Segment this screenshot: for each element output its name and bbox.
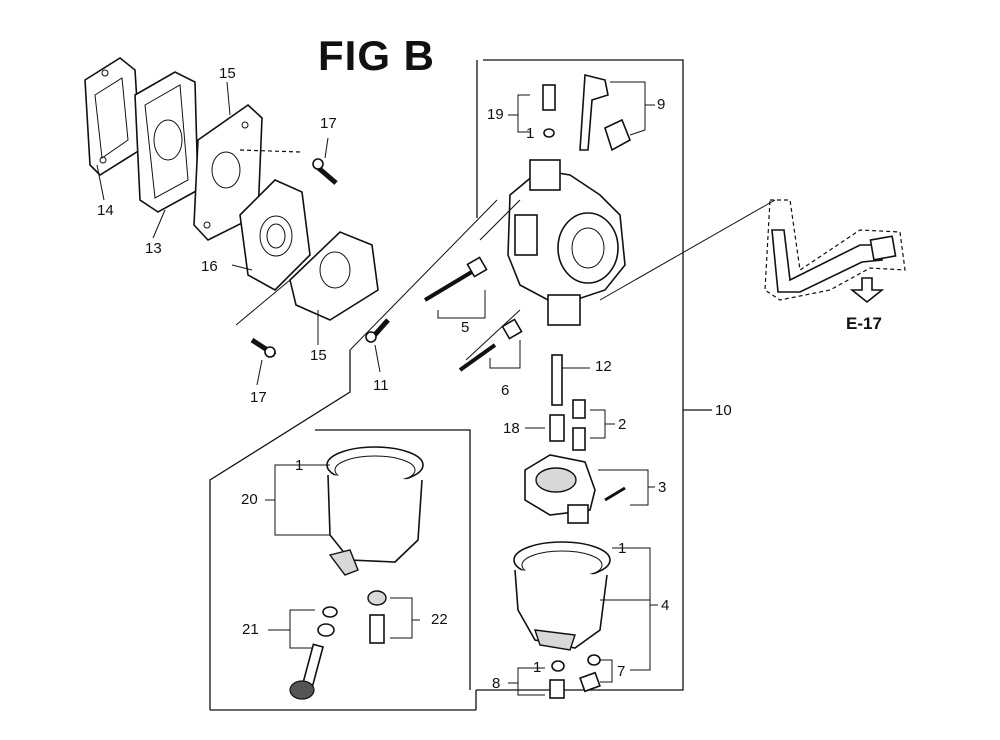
insulator-16	[239, 179, 311, 291]
callout-1-chamber: 1	[618, 540, 627, 557]
figure-title: FIG B	[318, 32, 435, 79]
jet-18	[525, 414, 565, 442]
screw-22	[367, 590, 420, 644]
bolt-11	[349, 199, 498, 351]
callout-3: 3	[658, 479, 667, 496]
callout-4: 4	[661, 597, 670, 614]
callout-2: 2	[618, 416, 627, 433]
callout-11: 11	[373, 377, 389, 394]
drain-kit-box	[209, 350, 477, 711]
callout-9: 9	[657, 96, 666, 113]
callout-22: 22	[431, 611, 448, 628]
callout-19: 19	[487, 106, 504, 123]
callout-15-upper: 15	[219, 65, 236, 82]
callout-8: 8	[492, 675, 501, 692]
float-3	[524, 454, 655, 524]
callout-20: 20	[241, 491, 258, 508]
callout-13: 13	[145, 240, 162, 257]
fuel-tube	[764, 199, 906, 304]
float-chamber-4	[513, 541, 658, 671]
drain-screw-21	[268, 606, 338, 700]
callout-1-lower: 1	[295, 457, 304, 474]
nozzle-2	[572, 399, 615, 451]
jet-12	[551, 354, 590, 406]
assembly-bracket	[476, 59, 712, 691]
lever-9	[579, 73, 655, 152]
callout-21: 21	[242, 621, 259, 638]
callout-12: 12	[595, 358, 612, 375]
bolt-17-lower	[235, 279, 291, 358]
callout-5: 5	[461, 319, 470, 336]
carburetor-body	[479, 159, 776, 326]
screw-5	[423, 256, 488, 319]
leader-lines	[96, 81, 381, 386]
callout-15-lower: 15	[310, 347, 327, 364]
gasket-14	[84, 57, 141, 177]
callout-17-lower: 17	[250, 389, 267, 406]
screw-7	[579, 654, 613, 693]
bolt-17-upper	[239, 149, 338, 185]
callout-7: 7	[617, 663, 626, 680]
callout-1-drain: 1	[533, 659, 542, 676]
screw-6	[458, 309, 523, 372]
gasket-15-lower	[289, 231, 379, 321]
drain-screw-8	[508, 660, 565, 699]
callout-6: 6	[501, 382, 510, 399]
callout-14: 14	[97, 202, 114, 219]
callout-1-upper: 1	[526, 125, 535, 142]
callout-18: 18	[503, 420, 520, 437]
reference-label-e17: E-17	[846, 314, 882, 333]
callout-16: 16	[201, 258, 218, 275]
insulator-13	[134, 71, 199, 213]
float-chamber-20	[265, 446, 424, 576]
screw-19	[508, 84, 556, 138]
callout-10: 10	[715, 402, 732, 419]
callout-17-upper: 17	[320, 115, 337, 132]
